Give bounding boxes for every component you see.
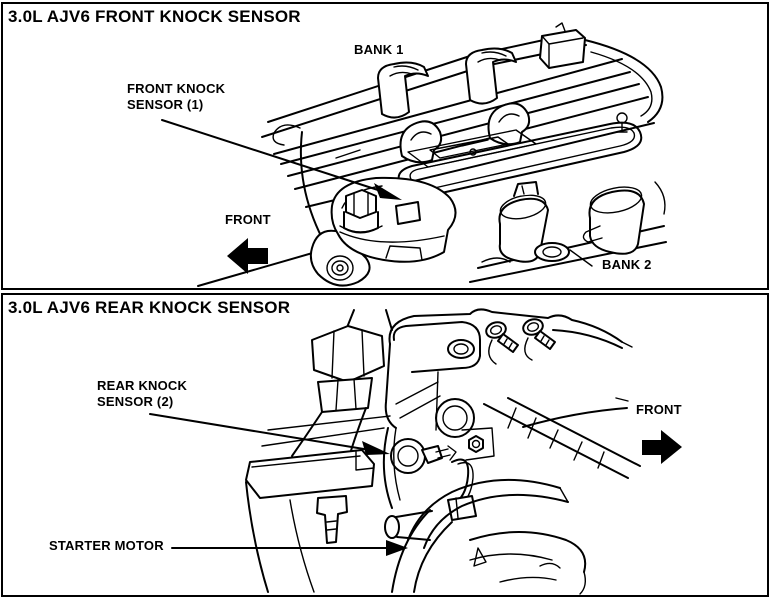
label-front-knock-sensor: FRONT KNOCK SENSOR (1): [127, 81, 226, 112]
bank2-leader-line: [569, 249, 593, 267]
label-rear-knock-sensor: REAR KNOCK SENSOR (2): [97, 378, 188, 409]
rear-knock-sensor-diagram: [149, 308, 682, 595]
front-knock-sensor-panel: 3.0L AJV6 FRONT KNOCK SENSOR BANK 1 FRON…: [1, 2, 769, 290]
valve-cover: [261, 32, 655, 208]
bell-housing-brace: [483, 397, 641, 479]
label-front-direction: FRONT: [636, 402, 682, 417]
engine-cone-boss: [197, 131, 371, 287]
ignition-coils: [469, 181, 667, 283]
engine-block-outline: [261, 308, 633, 447]
front-knock-sensor-diagram: [161, 22, 667, 287]
front-panel-title: 3.0L AJV6 FRONT KNOCK SENSOR: [8, 7, 301, 26]
label-front-direction: FRONT: [225, 212, 271, 227]
label-bank2: BANK 2: [602, 257, 652, 272]
rear-knock-sensor-art: [390, 438, 477, 521]
mounting-bolts: [483, 315, 556, 365]
rear-panel-title: 3.0L AJV6 REAR KNOCK SENSOR: [8, 298, 291, 317]
front-direction-arrow: [227, 238, 268, 274]
starter-motor-hoses: [382, 427, 587, 595]
front-knock-sensor-art: [330, 176, 457, 263]
front-direction-arrow: [642, 430, 682, 464]
bell-housing-opening: [435, 398, 495, 461]
rear-sensor-leader-arrow: [149, 413, 390, 455]
starter-motor-arrow: [171, 540, 408, 556]
label-starter-motor: STARTER MOTOR: [49, 538, 164, 553]
label-bank1: BANK 1: [354, 42, 404, 57]
intake-box: [539, 22, 664, 133]
rear-knock-sensor-panel: 3.0L AJV6 REAR KNOCK SENSOR REAR KNOCK S…: [1, 293, 769, 597]
coolant-pipe-fitting: [245, 309, 393, 593]
sensor-leader-arrow: [161, 119, 402, 200]
